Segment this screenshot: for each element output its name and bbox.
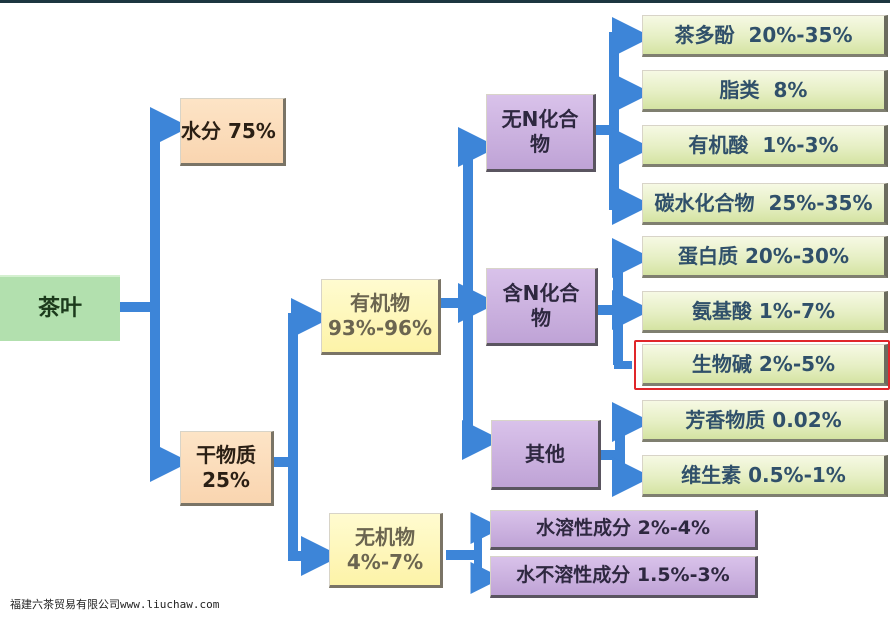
- node-dry-matter-value: 25%: [202, 467, 250, 492]
- leaf-alkaloids: 生物碱 2%-5%: [642, 344, 888, 386]
- leaf-water-insoluble-label: 水不溶性成分 1.5%-3%: [516, 564, 730, 587]
- node-nitrogen-compounds: 含N化合 物: [486, 268, 598, 346]
- node-non-nitrogen-line2: 物: [530, 132, 550, 156]
- node-inorganic-value: 4%-7%: [346, 549, 424, 574]
- highlight-box-alkaloids: [634, 340, 890, 390]
- node-organic-name: 有机物: [350, 291, 410, 315]
- leaf-water-insoluble: 水不溶性成分 1.5%-3%: [490, 556, 758, 598]
- node-nitrogen-line2: 物: [531, 306, 551, 330]
- leaf-water-soluble: 水溶性成分 2%-4%: [490, 510, 758, 550]
- leaf-carbohydrates-label: 碳水化合物 25%-35%: [654, 190, 873, 215]
- leaf-alkaloids-label: 生物碱 2%-5%: [691, 351, 836, 376]
- node-non-nitrogen-compounds: 无N化合 物: [486, 94, 596, 172]
- leaf-vitamins-label: 维生素 0.5%-1%: [681, 462, 846, 487]
- node-water-label: 水分 75%: [181, 118, 276, 143]
- node-nitrogen-line1: 含N化合: [502, 281, 580, 305]
- leaf-protein: 蛋白质 20%-30%: [642, 236, 888, 278]
- node-other-label: 其他: [525, 441, 565, 466]
- node-dry-matter-name: 干物质: [196, 442, 256, 467]
- leaf-protein-label: 蛋白质 20%-30%: [677, 243, 849, 268]
- leaf-aroma-compounds: 芳香物质 0.02%: [642, 400, 888, 442]
- leaf-organic-acids: 有机酸 1%-3%: [642, 125, 888, 167]
- node-organic-value: 93%-96%: [327, 316, 433, 340]
- node-tea: 茶叶: [0, 275, 120, 341]
- node-water: 水分 75%: [180, 98, 286, 166]
- leaf-aroma-compounds-label: 芳香物质 0.02%: [685, 407, 842, 432]
- node-inorganic-name: 无机物: [355, 524, 415, 549]
- leaf-amino-acids-label: 氨基酸 1%-7%: [691, 298, 836, 323]
- leaf-lipids-label: 脂类 8%: [719, 77, 808, 102]
- leaf-tea-polyphenols: 茶多酚 20%-35%: [642, 15, 888, 57]
- leaf-carbohydrates: 碳水化合物 25%-35%: [642, 183, 888, 225]
- node-non-nitrogen-line1: 无N化合: [501, 107, 579, 131]
- leaf-lipids: 脂类 8%: [642, 70, 888, 112]
- top-border: [0, 0, 890, 3]
- leaf-tea-polyphenols-label: 茶多酚 20%-35%: [674, 22, 853, 47]
- node-tea-label: 茶叶: [37, 296, 82, 322]
- leaf-organic-acids-label: 有机酸 1%-3%: [688, 132, 839, 157]
- leaf-water-soluble-label: 水溶性成分 2%-4%: [535, 517, 710, 540]
- node-inorganic: 无机物 4%-7%: [329, 513, 443, 588]
- watermark-text: 福建六茶贸易有限公司www.liuchaw.com: [10, 598, 220, 611]
- leaf-vitamins: 维生素 0.5%-1%: [642, 455, 888, 497]
- leaf-amino-acids: 氨基酸 1%-7%: [642, 291, 888, 333]
- node-dry-matter: 干物质 25%: [180, 431, 274, 506]
- node-organic: 有机物 93%-96%: [321, 279, 441, 355]
- node-other: 其他: [491, 420, 601, 490]
